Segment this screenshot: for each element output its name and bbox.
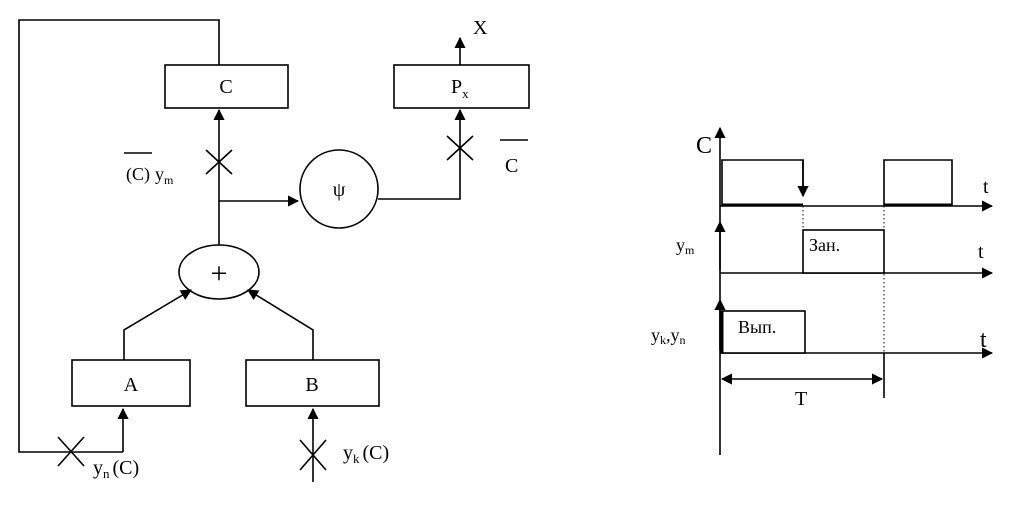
- ym-t-label: t: [978, 241, 984, 263]
- c-bar-switch-cross: [446, 135, 474, 161]
- c-bar-label: C: [505, 155, 518, 177]
- c-ym-switch-cross: [205, 149, 233, 175]
- yk-pulse: [721, 310, 806, 354]
- feedback-wire: [18, 19, 220, 453]
- block-b: [245, 359, 380, 407]
- wire-a-to-sum: [123, 289, 192, 360]
- c-t-label: t: [983, 176, 989, 198]
- block-b-label: B: [305, 374, 318, 396]
- block-diagram: C Px X (C)ym ψ C +: [18, 17, 530, 482]
- axis-c-label: C: [696, 133, 712, 159]
- axis-ym-label: ym: [676, 235, 695, 257]
- yn-switch-cross: [57, 436, 85, 467]
- c-ym-label: (C)ym: [126, 164, 174, 187]
- psi-label: ψ: [333, 179, 346, 201]
- ym-pulse-label: Зан.: [809, 235, 840, 255]
- block-a: [71, 359, 191, 407]
- c-pulse-1: [721, 159, 804, 206]
- wire-b-to-sum: [247, 289, 314, 360]
- yk-t-label: t: [980, 327, 987, 353]
- sum-operator: [178, 244, 260, 300]
- block-px: [393, 64, 530, 109]
- yk-label: yk(C): [343, 442, 389, 466]
- block-c: [164, 64, 289, 109]
- c-pulse-2: [883, 159, 953, 206]
- yk-pulse-label: Вып.: [738, 317, 776, 337]
- wire-psi-to-px: [378, 108, 466, 200]
- yk-switch-cross: [299, 439, 327, 471]
- period-label: T: [795, 388, 807, 410]
- yn-label: yn(C): [93, 457, 139, 481]
- psi-operator: [299, 149, 379, 229]
- sum-label: +: [211, 257, 228, 290]
- block-a-label: A: [124, 374, 139, 396]
- output-x-label: X: [473, 17, 488, 39]
- block-c-label: C: [219, 76, 232, 98]
- timing-diagram: C ym yk,yn t t Зан. t Вып. T: [651, 126, 994, 455]
- ym-pulse: [802, 229, 885, 274]
- axis-yk-label: yk,yn: [651, 325, 686, 347]
- block-px-label: Px: [451, 76, 469, 101]
